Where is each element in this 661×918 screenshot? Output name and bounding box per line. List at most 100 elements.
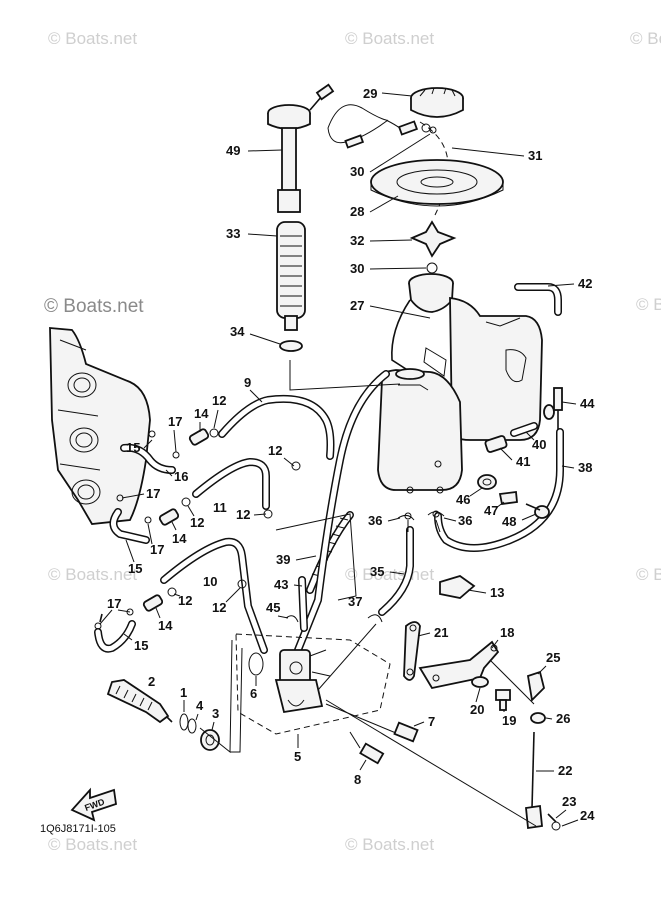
part-label-12c: 12	[236, 507, 250, 522]
part-label-27: 27	[350, 298, 364, 313]
inline-filters	[94, 428, 301, 630]
watermark: © Boats.net	[636, 565, 661, 584]
part-label-36: 36	[368, 513, 382, 528]
part-label-38: 38	[578, 460, 592, 475]
part-label-6: 6	[250, 686, 257, 701]
clip-23	[547, 813, 557, 823]
washer-24	[551, 821, 561, 831]
part-label-30: 30	[350, 164, 364, 179]
diagram-code: 1Q6J8171I-105	[40, 823, 116, 835]
clip-45	[285, 615, 299, 623]
part-label-2: 2	[148, 674, 155, 689]
part-label-34: 34	[230, 324, 245, 339]
part-label-17b: 17	[146, 486, 160, 501]
vent-hose	[514, 283, 562, 316]
watermark: © Boats.net	[345, 565, 434, 584]
fuel-cap	[410, 87, 464, 216]
seal-1	[179, 713, 189, 731]
part-label-15b: 15	[128, 561, 142, 576]
watermark: © Boats.net	[48, 29, 137, 48]
part-label-33: 33	[226, 226, 240, 241]
part-label-44: 44	[580, 396, 595, 411]
cap-strap	[409, 220, 457, 274]
fuel-filter-float	[276, 221, 306, 352]
watermark: © Boats.net	[345, 835, 434, 854]
part-label-16: 16	[174, 469, 188, 484]
part-label-1: 1	[180, 685, 187, 700]
nut-26	[530, 712, 546, 724]
part-label-37: 37	[348, 594, 362, 609]
part-labels: 29 31 30 28 32 30 27 49 33 34 42 44 40 4…	[99, 86, 595, 827]
fuel-hose-35	[378, 526, 414, 616]
lever-21	[403, 621, 421, 681]
part-label-12e: 12	[178, 593, 192, 608]
part-label-12f: 12	[212, 600, 226, 615]
part-label-17a: 17	[168, 414, 182, 429]
part-label-29: 29	[363, 86, 377, 101]
watermark: © Boats.net	[630, 29, 661, 48]
oil-seal-3	[200, 729, 220, 751]
watermark: © Boats.net	[636, 295, 661, 314]
joint-25	[526, 670, 545, 702]
part-label-35: 35	[370, 564, 384, 579]
fuel-gauge	[267, 83, 419, 213]
washer-20	[471, 676, 489, 688]
cap-packing-ring	[370, 159, 504, 207]
drive-shaft-2	[106, 679, 173, 724]
part-label-24: 24	[580, 808, 595, 823]
part-label-40: 40	[532, 437, 546, 452]
part-label-39: 39	[276, 552, 290, 567]
part-label-14b: 14	[172, 531, 187, 546]
bolt-19	[495, 689, 511, 711]
clip-36	[397, 510, 445, 521]
watermark: © Boats.net	[44, 296, 144, 317]
part-label-5: 5	[294, 749, 301, 764]
fuel-hose-11	[192, 457, 270, 510]
part-label-48: 48	[502, 514, 516, 529]
part-label-31: 31	[528, 148, 542, 163]
part-label-15c: 15	[134, 638, 148, 653]
part-label-8: 8	[354, 772, 361, 787]
fuel-hose-38	[434, 428, 564, 552]
part-label-11: 11	[213, 500, 227, 515]
fitting-47	[498, 490, 518, 506]
fwd-arrow-icon: FWD	[70, 787, 117, 822]
part-label-12b: 12	[212, 393, 226, 408]
part-label-14a: 14	[194, 406, 209, 421]
part-label-28: 28	[350, 204, 364, 219]
watermark: © Boats.net	[48, 835, 137, 854]
part-label-46: 46	[456, 492, 470, 507]
bracket-13	[439, 575, 476, 599]
part-label-19: 19	[502, 713, 516, 728]
part-label-3: 3	[212, 706, 219, 721]
fuel-hose-10	[160, 537, 268, 654]
part-label-13: 13	[490, 585, 504, 600]
fuel-tank	[377, 273, 543, 494]
part-label-17c: 17	[150, 542, 164, 557]
part-label-12a: 12	[268, 443, 282, 458]
fitting-44	[543, 387, 563, 430]
part-label-32: 32	[350, 233, 364, 248]
manifold-hoses	[94, 443, 176, 653]
part-label-4: 4	[196, 698, 204, 713]
part-label-20: 20	[470, 702, 484, 717]
part-label-25: 25	[546, 650, 560, 665]
part-label-21: 21	[434, 625, 448, 640]
part-label-23: 23	[562, 794, 576, 809]
part-label-18: 18	[500, 625, 514, 640]
part-label-15a: 15	[126, 440, 140, 455]
hose-43	[298, 576, 308, 632]
intake-manifold	[49, 327, 151, 525]
part-label-26: 26	[556, 711, 570, 726]
fuel-hose-9	[218, 370, 390, 654]
watermark: © Boats.net	[345, 29, 434, 48]
part-label-43: 43	[274, 577, 288, 592]
part-label-42: 42	[578, 276, 592, 291]
screw-8	[349, 731, 385, 765]
part-label-47: 47	[484, 503, 498, 518]
fuel-pump	[235, 633, 391, 735]
part-label-7: 7	[428, 714, 435, 729]
part-label-45: 45	[266, 600, 280, 615]
